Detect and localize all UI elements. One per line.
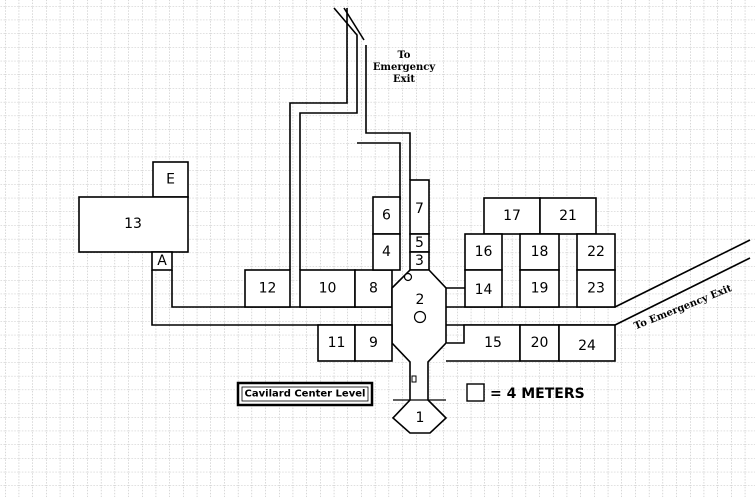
room-A-label: A (157, 253, 167, 269)
room-18-label: 18 (531, 244, 549, 260)
room-14-label: 14 (475, 282, 493, 298)
room-24 (558, 324, 616, 362)
hub-marker-center (413, 310, 427, 324)
room-22 (576, 233, 616, 271)
room-13-label: 13 (124, 216, 142, 232)
scale-legend: = 4 METERS (466, 383, 585, 402)
room-11 (317, 324, 356, 362)
exit-top-label: To Emergency Exit (373, 50, 437, 85)
exit-top-line-2: Emergency (373, 62, 437, 73)
room-6-label: 6 (382, 208, 391, 224)
room-2-label: 2 (416, 292, 425, 308)
room-16 (464, 233, 503, 271)
stem-marker (411, 375, 417, 383)
hub-marker-top (403, 272, 413, 282)
room-10 (299, 269, 356, 308)
room-2 (391, 269, 448, 434)
room-21-label: 21 (559, 208, 577, 224)
map-title-box: Cavilard Center Level (236, 381, 374, 407)
room-1-label: 1 (416, 410, 425, 426)
scale-square-icon (466, 383, 485, 402)
room-10-label: 10 (319, 281, 337, 297)
room-12 (244, 269, 291, 308)
exit-top-line-3: Exit (393, 74, 415, 85)
room-7-label: 7 (415, 201, 424, 217)
room-20 (519, 324, 560, 362)
room-8-label: 8 (369, 281, 378, 297)
room-23-label: 23 (587, 281, 605, 297)
room-9 (354, 324, 393, 362)
room-E-label: E (166, 172, 175, 188)
room-19-label: 19 (531, 281, 549, 297)
room-12-label: 12 (259, 281, 277, 297)
room-22-label: 22 (587, 244, 605, 260)
room-15-label: 15 (484, 335, 502, 351)
exit-top-line-1: To (398, 50, 411, 61)
room-4-label: 4 (382, 244, 391, 260)
room-3-label: 3 (415, 253, 424, 269)
room-13 (78, 196, 189, 253)
room-15 (446, 324, 521, 362)
room-A (151, 251, 173, 271)
scale-label: = 4 METERS (490, 386, 585, 402)
rooms: E 13 A 12 10 8 6 4 7 5 3 (78, 161, 616, 434)
room-5-label: 5 (415, 235, 424, 251)
room-9-label: 9 (369, 335, 378, 351)
room-19 (519, 269, 560, 308)
room-24-label: 24 (578, 338, 596, 354)
room-17 (483, 197, 541, 235)
room-21 (539, 197, 597, 235)
room-17-label: 17 (503, 208, 521, 224)
room-11-label: 11 (328, 335, 346, 351)
map-title: Cavilard Center Level (245, 389, 366, 400)
room-14 (464, 269, 503, 308)
room-20-label: 20 (531, 335, 549, 351)
room-4 (372, 233, 401, 271)
room-16-label: 16 (475, 244, 493, 260)
room-23 (576, 269, 616, 308)
